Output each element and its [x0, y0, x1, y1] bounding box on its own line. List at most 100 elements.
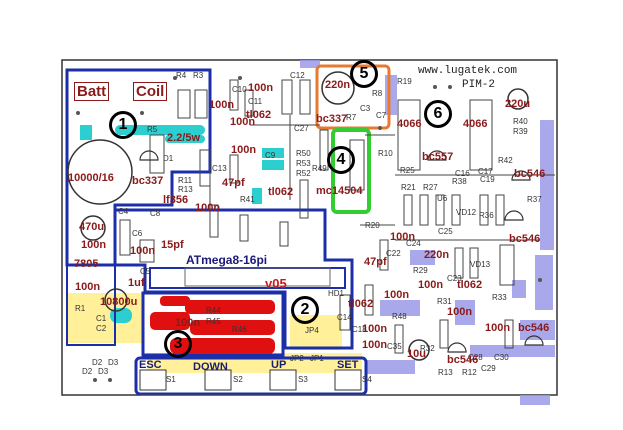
value-c18: 4066 — [463, 118, 488, 130]
silk-c1: C1 — [96, 314, 107, 323]
value-c29: 100n — [390, 231, 416, 243]
value-q6: bc546 — [518, 322, 550, 334]
silk-s4: S4 — [362, 375, 372, 384]
value-c26: 100n — [485, 322, 511, 334]
button-esc[interactable]: ESC — [139, 359, 162, 371]
silk-r29: R29 — [413, 266, 428, 275]
value-c16: 220u — [505, 98, 531, 110]
silk-d3b: D3 — [108, 358, 119, 367]
silk-r36: R36 — [479, 211, 494, 220]
silk-r38: R38 — [452, 177, 467, 186]
pads — [76, 76, 542, 382]
silk-d3: D3 — [98, 367, 109, 376]
silk-r20: R20 — [365, 221, 380, 230]
silk-c29: C29 — [481, 364, 496, 373]
value-c5: 1uf — [128, 277, 145, 289]
silk-c22: C22 — [386, 249, 401, 258]
silk-d2: D2 — [82, 367, 93, 376]
value-c9: 100n — [195, 202, 221, 214]
capacitor-220n-outline — [321, 71, 355, 105]
silk-s3: S3 — [298, 375, 308, 384]
silk-r42: R42 — [498, 156, 513, 165]
silk-r37: R37 — [527, 195, 542, 204]
silk-r19: R19 — [397, 77, 412, 86]
silk-r21: R21 — [401, 183, 416, 192]
silk-r13b: R13 — [438, 368, 453, 377]
silk-c35: C35 — [387, 342, 402, 351]
button-up[interactable]: UP — [271, 359, 287, 371]
silk-r12: R12 — [462, 368, 477, 377]
silk-r49: R49 — [312, 164, 327, 173]
value-c4: 100n — [75, 281, 101, 293]
silk-r45: R45 — [206, 317, 221, 326]
silk-r25: R25 — [400, 166, 415, 175]
components — [119, 79, 555, 396]
silk-r10: R10 — [378, 149, 393, 158]
silk-r8: R8 — [372, 89, 383, 98]
value-u2: tl062 — [246, 109, 272, 121]
silk-r5: R5 — [147, 125, 158, 134]
silk-r4: R4 — [176, 71, 187, 80]
value-c1: 10000/16 — [68, 172, 114, 184]
silk-c6: C6 — [132, 229, 143, 238]
value-c24: 100n — [362, 323, 388, 335]
silk-vd12: VD12 — [456, 208, 477, 217]
zone-number-4: 4 — [327, 146, 355, 174]
mcu-socket — [184, 267, 331, 287]
value-r1: 2.2/5w — [167, 132, 201, 144]
value-c14: 220n — [325, 79, 351, 91]
value-c8: 15pf — [161, 239, 184, 251]
mcu-chip-outline — [149, 267, 346, 289]
value-u3: tl062 — [268, 186, 294, 198]
button-down[interactable]: DOWN — [193, 361, 228, 373]
silk-c12: C12 — [290, 71, 305, 80]
capacitor-10u-outline — [408, 339, 430, 361]
value-d1: lf356 — [163, 194, 189, 206]
lavender-fills — [300, 60, 555, 405]
value-q3: bc557 — [422, 151, 454, 163]
silk-hd1: HD1 — [328, 289, 345, 298]
value-c13: 47pf — [222, 177, 245, 189]
value-u4: tl062 — [457, 279, 483, 291]
transistors — [139, 150, 544, 353]
silk-c4: C4 — [118, 207, 129, 216]
value-c19: 47pf — [364, 256, 387, 268]
silk-r39: R39 — [513, 127, 528, 136]
value-c22: 100n — [384, 289, 410, 301]
button-set[interactable]: SET — [337, 359, 359, 371]
silk-c3: C3 — [360, 104, 371, 113]
value-c23: 100n — [447, 306, 473, 318]
silk-r46: R46 — [232, 325, 247, 334]
silk-r41: R41 — [240, 195, 255, 204]
capacitor-220u-outline — [507, 88, 529, 110]
silk-s2: S2 — [233, 375, 243, 384]
value-q5: bc546 — [509, 233, 541, 245]
silk-vd13: VD13 — [470, 260, 491, 269]
silk-r1: R1 — [75, 304, 86, 313]
value-c12: 100n — [248, 82, 274, 94]
silk-jp4: JP4 — [305, 326, 319, 335]
board-name-label: PIM-2 — [462, 79, 496, 91]
value-ic1: mc14504 — [316, 185, 363, 197]
zone-number-6: 6 — [424, 100, 452, 128]
value-q2: bc337 — [316, 113, 348, 125]
value-c6: 10800u — [100, 296, 138, 308]
zone-number-2: 2 — [291, 296, 319, 324]
silk-c9: C9 — [265, 151, 276, 160]
coil-label: Coil — [133, 82, 168, 101]
mcu-label: ATmega8-16pi — [186, 253, 268, 267]
capacitor-10800u-outline — [104, 288, 128, 312]
silk-c28: C28 — [468, 353, 483, 362]
silk-jp2: JP2 — [290, 354, 304, 363]
value-c10: 100n — [209, 99, 235, 111]
silk-c10: C10 — [232, 85, 247, 94]
button-switches — [139, 369, 362, 391]
silk-r50: R50 — [296, 149, 311, 158]
silk-c14: C14 — [337, 313, 352, 322]
silk-c24: C24 — [406, 239, 421, 248]
silk-jp1: JP1 — [310, 354, 324, 363]
zone-number-1: 1 — [109, 111, 137, 139]
value-c3: 100n — [81, 239, 107, 251]
buttons-block-outline — [134, 356, 368, 396]
